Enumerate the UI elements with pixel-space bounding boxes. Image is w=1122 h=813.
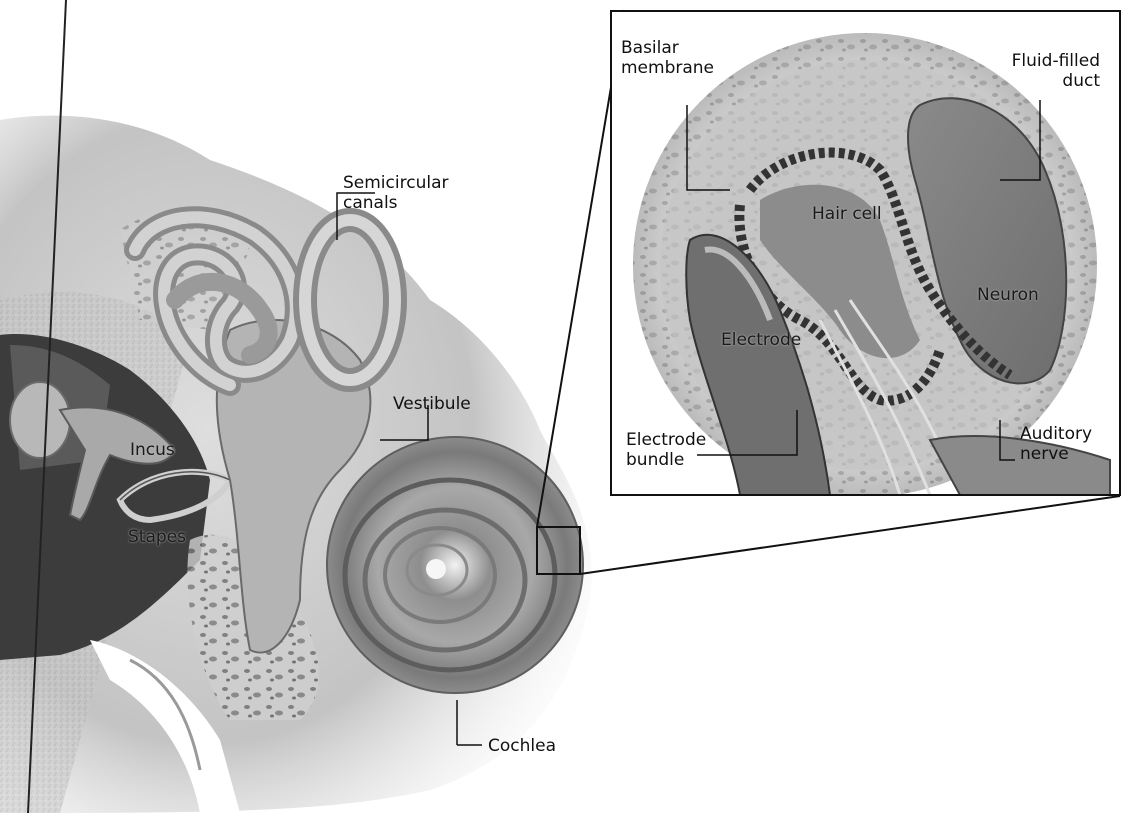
electrode-bundle-label-line1: Electrode	[626, 430, 706, 450]
incus-label: Incus	[130, 440, 175, 460]
electrode-label: Electrode	[721, 330, 801, 350]
basilar-membrane-label-line1: Basilar	[621, 38, 714, 58]
auditory-nerve-label: Auditory nerve	[1020, 424, 1092, 464]
stapes-label: Stapes	[128, 527, 186, 547]
auditory-nerve-label-line1: Auditory	[1020, 424, 1092, 444]
cochlea-label: Cochlea	[488, 736, 556, 756]
basilar-membrane-label: Basilar membrane	[621, 38, 714, 78]
vestibule-label: Vestibule	[393, 394, 471, 414]
semicircular-canals-label: Semicircular canals	[343, 173, 448, 213]
basilar-membrane-label-line2: membrane	[621, 58, 714, 78]
electrode-bundle-label: Electrode bundle	[626, 430, 706, 470]
semicircular-canals-label-line1: Semicircular	[343, 173, 448, 193]
fluid-filled-duct-label: Fluid-filled duct	[1005, 51, 1100, 91]
auditory-nerve-label-line2: nerve	[1020, 444, 1092, 464]
fluid-filled-duct-label-line2: duct	[1005, 71, 1100, 91]
neuron-label: Neuron	[977, 285, 1039, 305]
semicircular-canals-label-line2: canals	[343, 193, 448, 213]
hair-cell-label: Hair cell	[812, 204, 882, 224]
electrode-bundle-label-line2: bundle	[626, 450, 706, 470]
fluid-filled-duct-label-line1: Fluid-filled	[1005, 51, 1100, 71]
